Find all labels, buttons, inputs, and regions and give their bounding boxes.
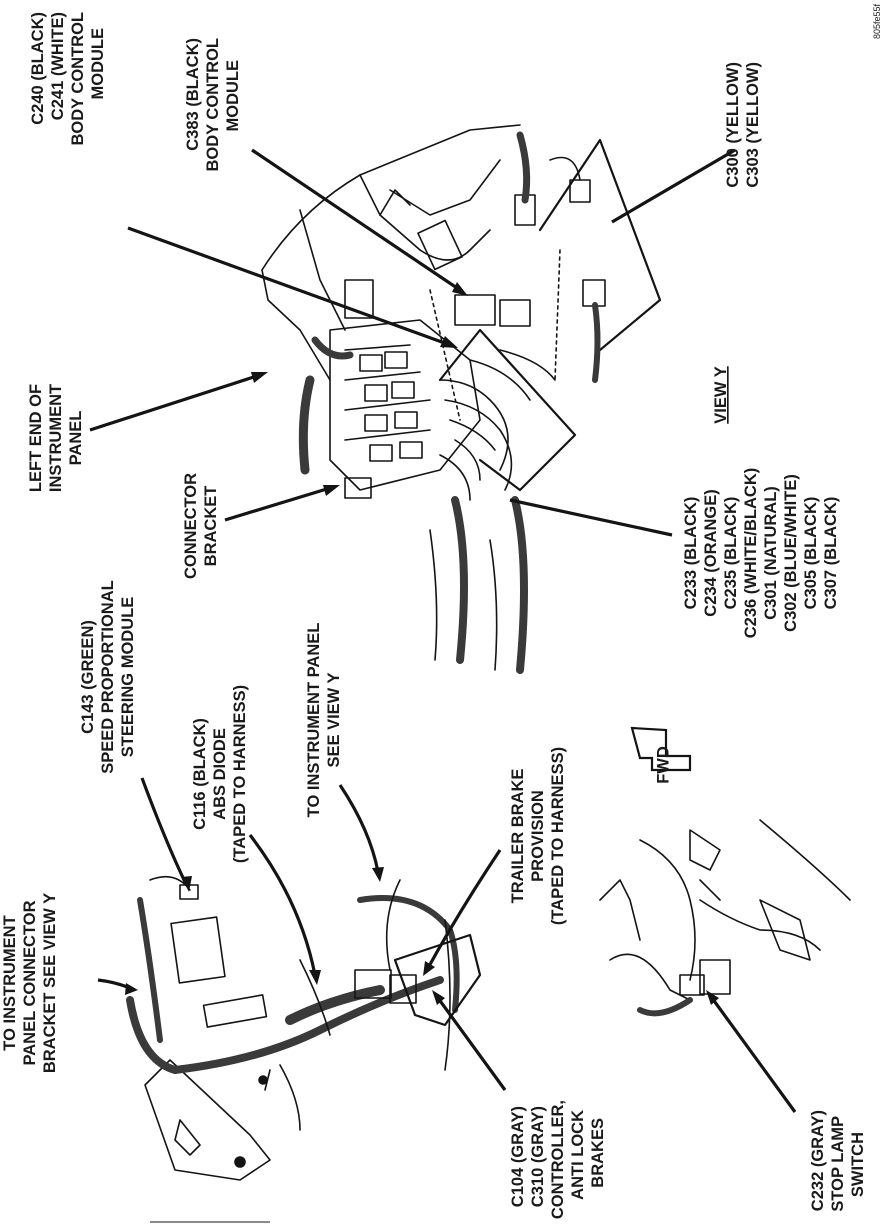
callout-bracket: CONNECTOR BRACKET (182, 473, 220, 579)
to-ip-line-1: TO INSTRUMENT PANEL (305, 623, 323, 818)
c233-line-5: C301 (NATURAL) (762, 486, 780, 620)
c104-line-5: BRAKES (589, 1118, 607, 1188)
arrowhead-c116 (309, 970, 321, 985)
c232-line-3: SWITCH (849, 1132, 867, 1197)
instrument-panel-illustration (261, 124, 662, 674)
callout-c233: C233 (BLACK) C234 (ORANGE) C235 (BLACK) … (682, 468, 840, 639)
callout-c232: C232 (GRAY) STOP LAMP SWITCH (809, 1110, 867, 1212)
bracket-line-1: CONNECTOR (182, 473, 200, 579)
callout-c104: C104 (GRAY) C310 (GRAY) CONTROLLER, ANTI… (509, 1100, 607, 1219)
c104-line-3: CONTROLLER, (549, 1100, 567, 1219)
trailer-line-3: (TAPED TO HARNESS) (549, 747, 567, 925)
bracket-line-2: BRACKET (202, 486, 220, 567)
leader-c104 (436, 997, 507, 1091)
c116-line-2: ABS DIODE (211, 728, 229, 820)
c300-line-1: C300 (YELLOW) (724, 62, 742, 188)
callout-c383: C383 (BLACK) BODY CONTROL MODULE (184, 38, 242, 172)
fwd-arrow-icon: FWD (630, 726, 692, 784)
to-ip-line-2: SEE VIEW Y (325, 672, 343, 767)
c104-line-1: C104 (GRAY) (509, 1106, 527, 1207)
leader-to-ip (338, 784, 380, 873)
c232-line-2: STOP LAMP (829, 1116, 847, 1212)
fwd-label: FWD (654, 746, 672, 784)
c143-line-3: STEERING MODULE (119, 597, 137, 757)
stop-lamp-pedal-illustration (599, 819, 851, 1017)
to-ip-bracket-line-1: TO INSTRUMENT (1, 915, 19, 1050)
leader-c300 (611, 148, 736, 224)
to-ip-bracket-line-3: BRACKET SEE VIEW Y (41, 893, 59, 1073)
to-ip-bracket-line-2: PANEL CONNECTOR (21, 900, 39, 1065)
leader-c383 (251, 148, 461, 292)
arrowhead-c104 (432, 990, 445, 1005)
view-y-label: VIEW Y (712, 366, 730, 423)
c233-line-4: C236 (WHITE/BLACK) (742, 468, 760, 639)
c233-line-1: C233 (BLACK) (682, 497, 700, 610)
c232-line-1: C232 (GRAY) (809, 1110, 827, 1211)
c233-line-2: C234 (ORANGE) (702, 489, 720, 616)
leader-bracket (224, 486, 331, 522)
trailer-line-1: TRAILER BRAKE (509, 769, 527, 904)
c116-line-3: (TAPED TO HARNESS) (231, 685, 249, 863)
c104-line-2: C310 (GRAY) (529, 1106, 547, 1207)
lower-harness-illustration (126, 875, 482, 1181)
leader-c116 (248, 834, 317, 976)
left-end-line-2: INSTRUMENT (47, 384, 65, 492)
figure-id: 805fe55f (872, 4, 882, 40)
callout-to-ip-bracket: TO INSTRUMENT PANEL CONNECTOR BRACKET SE… (1, 893, 59, 1073)
c383-line-1: C383 (BLACK) (184, 38, 202, 151)
left-end-line-3: PANEL (67, 411, 85, 466)
c116-line-1: C116 (BLACK) (191, 718, 209, 830)
c240-line-3: BODY CONTROL (69, 12, 87, 146)
c104-line-4: ANTI LOCK (569, 1110, 587, 1200)
callout-left-end: LEFT END OF INSTRUMENT PANEL (27, 384, 85, 492)
callout-c300: C300 (YELLOW) C303 (YELLOW) (724, 62, 762, 188)
c233-line-6: C302 (BLUE/WHITE) (782, 474, 800, 632)
arrowhead-to-ip (372, 867, 384, 882)
leader-lines (89, 148, 797, 1113)
left-end-line-1: LEFT END OF (27, 384, 45, 492)
arrowhead-bracket (323, 485, 340, 496)
leader-c240 (127, 226, 451, 347)
arrowhead-c383 (452, 282, 468, 296)
callout-c116: C116 (BLACK) ABS DIODE (TAPED TO HARNESS… (191, 685, 249, 863)
arrowhead-to-ip-bracket (125, 983, 138, 995)
c240-line-1: C240 (BLACK) (29, 12, 47, 125)
leader-c232 (710, 997, 797, 1113)
c233-line-7: C305 (BLACK) (802, 497, 820, 610)
c383-line-2: BODY CONTROL (204, 38, 222, 172)
c143-line-1: C143 (GREEN) (79, 620, 97, 734)
arrowhead-c143 (181, 876, 192, 892)
leader-left-end (89, 373, 261, 432)
arrowhead-trailer (423, 961, 435, 976)
arrowhead-c240 (440, 336, 458, 348)
c143-line-2: SPEED PROPORTIONAL (99, 580, 117, 773)
arrowhead-left-end (251, 372, 268, 383)
c233-line-8: C307 (BLACK) (822, 497, 840, 610)
c233-line-3: C235 (BLACK) (722, 497, 740, 610)
c240-line-2: C241 (WHITE) (49, 12, 67, 120)
callout-trailer: TRAILER BRAKE PROVISION (TAPED TO HARNES… (509, 747, 567, 925)
leader-c143 (140, 777, 187, 883)
leader-c233 (509, 498, 673, 537)
leader-to-ip-bracket (97, 978, 131, 990)
leader-trailer (426, 849, 502, 969)
c383-line-3: MODULE (224, 60, 242, 132)
c240-line-4: MODULE (89, 28, 107, 100)
callout-c240: C240 (BLACK) C241 (WHITE) BODY CONTROL M… (29, 12, 107, 146)
arrowhead-c232 (706, 990, 719, 1005)
c300-line-2: C303 (YELLOW) (744, 62, 762, 188)
callout-view-y: VIEW Y (712, 366, 730, 423)
callout-to-ip: TO INSTRUMENT PANEL SEE VIEW Y (305, 623, 343, 818)
trailer-line-2: PROVISION (529, 790, 547, 882)
callout-c143: C143 (GREEN) SPEED PROPORTIONAL STEERING… (79, 580, 137, 773)
figure-id-text: 805fe55f (872, 4, 882, 40)
